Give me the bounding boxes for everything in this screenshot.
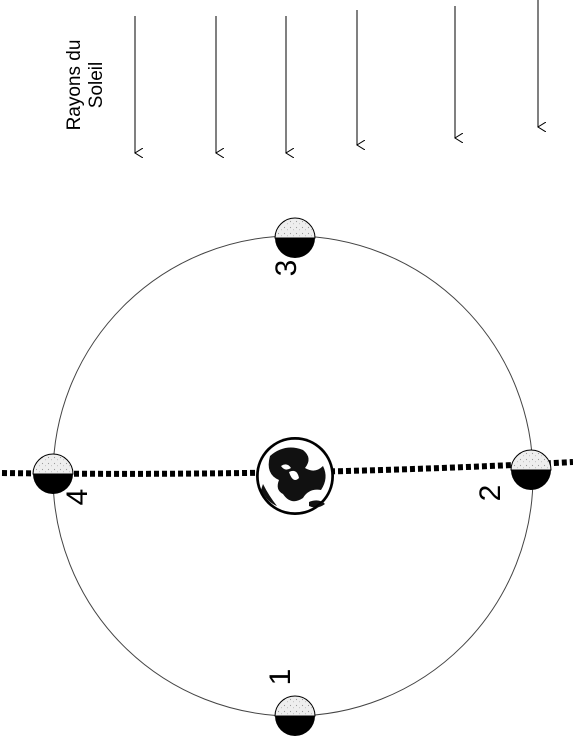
earth-globe-icon (256, 437, 334, 515)
moon-3-label: 3 (270, 260, 303, 277)
sun-rays-label: Rayons du Soleil (64, 40, 107, 131)
moon-2-label: 2 (474, 485, 507, 502)
sun-rays-label-line2: Soleil (86, 62, 107, 108)
moon-1-icon (274, 695, 316, 736)
sun-rays-label-line1: Rayons du (64, 40, 85, 131)
sun-rays (135, 0, 538, 153)
moon-3-icon (274, 217, 316, 258)
moon-2-icon (510, 449, 552, 490)
moon-4-label: 4 (61, 489, 94, 506)
moon-4-icon (32, 453, 74, 494)
moon-1-label: 1 (264, 669, 297, 686)
